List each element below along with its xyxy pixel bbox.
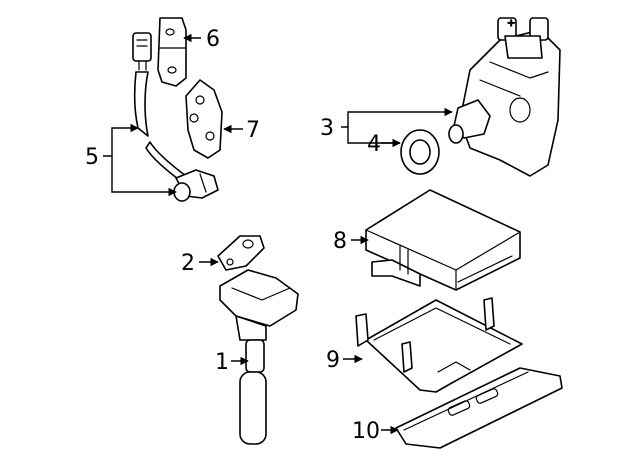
pump-housing-part: + bbox=[448, 17, 561, 177]
mounting-tray-part bbox=[355, 297, 523, 393]
callout-9: 9 bbox=[326, 348, 340, 373]
callout-7: 7 bbox=[246, 118, 260, 143]
callout-1: 1 bbox=[215, 350, 229, 375]
leader-lines bbox=[103, 33, 453, 435]
callout-10: 10 bbox=[352, 419, 380, 444]
shield-plate-part bbox=[395, 367, 563, 449]
sensor-harness-part bbox=[132, 32, 219, 202]
bracket-clip-part bbox=[157, 17, 187, 87]
callout-4: 4 bbox=[367, 132, 381, 157]
ignition-coil-part bbox=[219, 269, 299, 445]
mounting-bracket-part bbox=[185, 79, 223, 159]
callout-6: 6 bbox=[206, 27, 220, 52]
callout-2: 2 bbox=[181, 251, 195, 276]
svg-text:+: + bbox=[507, 18, 515, 29]
gasket-plate-part bbox=[217, 235, 265, 271]
o-ring-part bbox=[400, 129, 440, 175]
callout-5: 5 bbox=[85, 145, 99, 170]
control-module-part bbox=[365, 189, 521, 291]
callout-8: 8 bbox=[333, 229, 347, 254]
callout-3: 3 bbox=[320, 116, 334, 141]
